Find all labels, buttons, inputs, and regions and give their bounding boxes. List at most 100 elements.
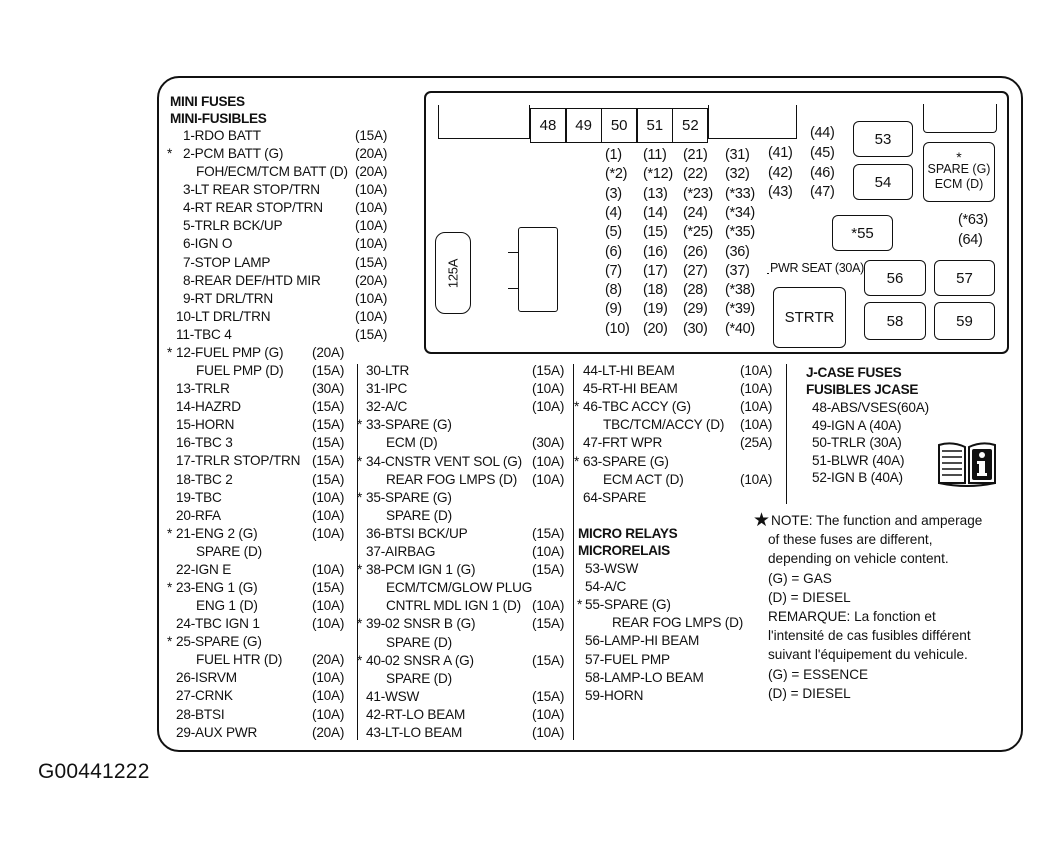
fuse-amperage: (10A) <box>312 525 345 541</box>
mini-fuse-slot: (24) <box>683 204 708 221</box>
relay-55: *55 <box>832 215 893 251</box>
main-fuse <box>435 232 471 314</box>
fuse-amperage: (10A) <box>740 381 773 397</box>
fuse-label: 14-HAZRD <box>176 399 241 415</box>
fuse-label: 36-BTSI BCK/UP <box>366 525 468 541</box>
note-line: (G) = ESSENCE <box>768 666 869 682</box>
relay-56: 56 <box>864 260 926 296</box>
fuse-amperage: (10A) <box>740 471 773 487</box>
mini-fuse-slot: (*39) <box>725 301 755 318</box>
mini-fuse-slot: (*63) <box>958 212 988 228</box>
fuse-label: 4-RT REAR STOP/TRN <box>183 200 323 216</box>
fuse-label: 3-LT REAR STOP/TRN <box>183 182 320 198</box>
fuse-amperage: (10A) <box>532 544 565 559</box>
mini-fuse-slot: (*38) <box>725 282 755 299</box>
jcase-title: J-CASE FUSES <box>806 365 902 380</box>
fuse-amperage: (10A) <box>532 598 565 614</box>
fuse-label: 30-LTR <box>366 363 410 378</box>
connector-housing <box>923 104 997 133</box>
mini-fuse-slot: (4) <box>605 204 622 221</box>
mini-fuse-slot: (29) <box>683 301 708 318</box>
fuse-amperage: (10A) <box>355 200 388 216</box>
fuse-label: SPARE (D) <box>196 543 262 559</box>
pwr-seat-label: PWR SEAT (30A) <box>769 260 865 277</box>
relay-58: 58 <box>864 302 926 340</box>
fuse-label: 11-TBC 4 <box>176 326 232 342</box>
fuse-amperage: (10A) <box>312 688 345 704</box>
micro-relays-title: MICRO RELAYS <box>578 526 678 541</box>
fuse-amperage: (10A) <box>312 561 345 577</box>
fuse-amperage: (15A) <box>532 652 565 668</box>
fuse-marker: * <box>357 453 363 469</box>
mini-fuse-slot: (10) <box>605 320 630 337</box>
relay-label: 56-LAMP-HI BEAM <box>585 633 700 649</box>
mini-fuse-slot: (7) <box>605 262 622 279</box>
mini-fuse-slot: (18) <box>643 282 668 299</box>
fuse-label: 18-TBC 2 <box>176 471 233 487</box>
column-divider <box>357 364 358 740</box>
mini-fuse-slot: (*40) <box>725 320 755 337</box>
note-line: suivant l'équipement du vehicule. <box>768 647 968 663</box>
fuse-label: 13-TRLR <box>176 381 230 397</box>
note-line: (G) = GAS <box>768 570 832 586</box>
mini-fuse-slot: (15) <box>643 224 668 241</box>
fuse-amperage: (10A) <box>532 471 565 487</box>
fuse-marker: * <box>357 489 363 505</box>
fuse-label: 32-A/C <box>366 399 408 415</box>
fuse-marker: * <box>357 417 363 433</box>
fuse-amperage: (15A) <box>312 417 345 433</box>
fuse-label: 21-ENG 2 (G) <box>176 525 258 541</box>
fuse-label: 25-SPARE (G) <box>176 634 262 650</box>
fuse-amperage: (15A) <box>355 326 388 342</box>
mini-fuse-slot: (42) <box>768 164 793 181</box>
fuse-amperage: (10A) <box>532 399 565 415</box>
mini-fuse-slot: (30) <box>683 320 708 337</box>
fuse-amperage: (10A) <box>740 417 773 433</box>
mini-fuse-slot: (13) <box>643 185 668 202</box>
fuse-amperage: (20A) <box>355 164 388 180</box>
fuse-label: 29-AUX PWR <box>176 724 258 740</box>
fuse-amperage: (20A) <box>312 724 345 740</box>
fuse-amperage: (15A) <box>532 688 565 704</box>
mini-fuse-slot: (22) <box>683 166 708 183</box>
fuse-label: 8-REAR DEF/HTD MIR <box>183 272 321 288</box>
fuse-amperage: (10A) <box>312 706 345 722</box>
fuse-amperage: (20A) <box>355 146 388 162</box>
spare-line: ECM (D) <box>934 177 984 191</box>
mini-fuse-slot: (20) <box>643 320 668 337</box>
fuse-label: 44-LT-HI BEAM <box>583 363 675 378</box>
fuse-label: TBC/TCM/ACCY (D) <box>603 417 725 433</box>
mini-fuse-slot: (41) <box>768 145 793 161</box>
mini-fuse-slot: (17) <box>643 262 668 279</box>
fuse-label: 22-IGN E <box>176 561 232 577</box>
relay-53: 53 <box>853 121 913 157</box>
jcase-item: 50-TRLR (30A) <box>812 435 902 451</box>
fuse-label: 15-HORN <box>176 417 235 433</box>
note-line: REMARQUE: La fonction et <box>768 609 936 624</box>
mini-fuse-slot: (28) <box>683 282 708 299</box>
fuse-label: 1-RDO BATT <box>183 128 261 143</box>
fuse-amperage: (10A) <box>355 218 388 234</box>
fuse-label: 9-RT DRL/TRN <box>183 290 274 306</box>
mini-fuse-slot: (26) <box>683 243 708 260</box>
fuse-label: SPARE (D) <box>386 670 452 686</box>
relay-57: 57 <box>934 260 995 296</box>
fuse-amperage: (30A) <box>312 381 345 397</box>
connector-pin <box>508 288 518 289</box>
connector-housing <box>708 105 797 139</box>
fuse-label: 5-TRLR BCK/UP <box>183 218 283 234</box>
fuse-amperage: (10A) <box>740 399 773 415</box>
fuse-label: 31-IPC <box>366 381 408 397</box>
main-fuse-label: 125A <box>445 258 461 289</box>
fuse-label: SPARE (D) <box>386 507 452 523</box>
mini-fuse-slot: (5) <box>605 224 622 241</box>
fuse-label: 46-TBC ACCY (G) <box>583 399 691 415</box>
fuse-label: 39-02 SNSR B (G) <box>366 616 476 632</box>
mini-fuse-slot: (*33) <box>725 185 755 202</box>
fuse-marker: * <box>167 146 173 162</box>
fuse-amperage: (10A) <box>312 489 345 505</box>
mini-fuse-slot: (36) <box>725 243 750 260</box>
fuse-label: ECM ACT (D) <box>603 471 684 487</box>
fuse-marker: * <box>574 399 580 415</box>
